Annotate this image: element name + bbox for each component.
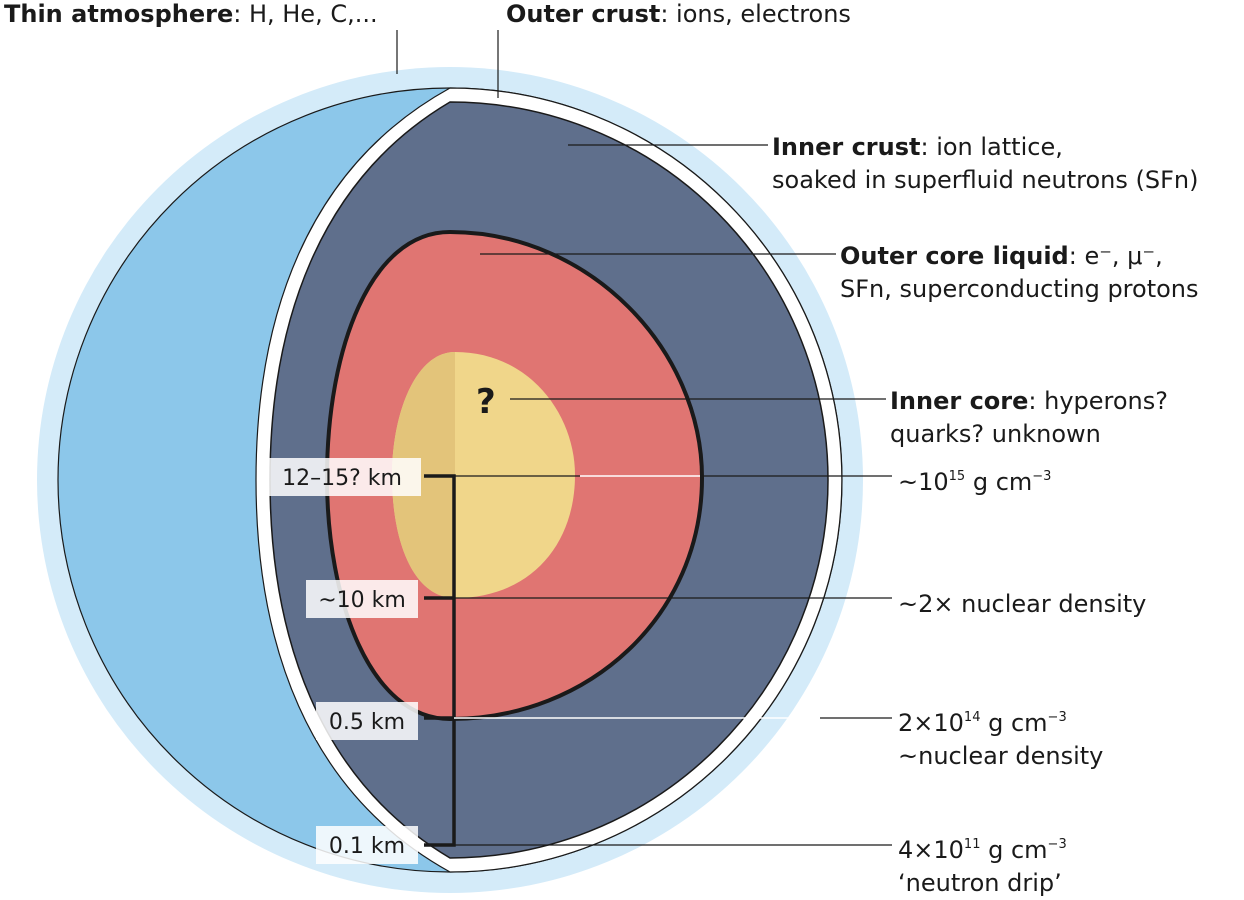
- density-1-base: ~10: [898, 468, 949, 496]
- depth-box-3: [316, 702, 418, 740]
- inner-core-detail-1: : hyperons?: [1028, 387, 1168, 415]
- inner-core-title: Inner core: [890, 387, 1028, 415]
- inner-core-shade: [392, 352, 455, 598]
- density-1-exp: 15: [949, 469, 966, 484]
- depth-label-4: 0.1 km: [329, 834, 405, 859]
- density-1-unit: g cm: [965, 468, 1032, 496]
- outer-core-label: Outer core liquid: e⁻, μ⁻,: [840, 242, 1163, 270]
- depth-label-3: 0.5 km: [329, 710, 405, 735]
- density-label-2: ~2× nuclear density: [898, 590, 1146, 618]
- density-4-unit: g cm: [980, 836, 1047, 864]
- outer-core-detail-1: : e⁻, μ⁻,: [1069, 242, 1163, 270]
- outer-crust-title: Outer crust: [506, 0, 660, 28]
- depth-label-2: ~10 km: [318, 588, 406, 613]
- inner-core-detail-2: quarks? unknown: [890, 420, 1101, 448]
- density-4-line2: ‘neutron drip’: [898, 869, 1062, 897]
- depth-box-4: [316, 826, 418, 864]
- inner-crust-label: Inner crust: ion lattice,: [772, 133, 1063, 161]
- density-4-base: 4×10: [898, 836, 964, 864]
- density-label-4: 4×1011 g cm−3: [898, 836, 1067, 864]
- density-3-base: 2×10: [898, 709, 964, 737]
- depth-box-2: [306, 580, 418, 618]
- density-4-exp: 11: [964, 837, 981, 852]
- depth-box-1: [263, 458, 421, 496]
- inner-crust-title: Inner crust: [772, 133, 920, 161]
- atmosphere-detail: : H, He, C,...: [233, 0, 377, 28]
- density-label-3: 2×1014 g cm−3: [898, 709, 1067, 737]
- inner-core-label: Inner core: hyperons?: [890, 387, 1168, 415]
- outer-core-detail-2: SFn, superconducting protons: [840, 275, 1199, 303]
- atmosphere-title: Thin atmosphere: [4, 0, 233, 28]
- inner-crust-detail-2: soaked in superfluid neutrons (SFn): [772, 166, 1198, 194]
- atmosphere-label: Thin atmosphere: H, He, C,...: [4, 0, 378, 28]
- depth-label-1: 12–15? km: [282, 466, 402, 491]
- density-3-unit: g cm: [980, 709, 1047, 737]
- density-3-unit-exp: −3: [1048, 710, 1067, 725]
- inner-crust-detail-1: : ion lattice,: [920, 133, 1062, 161]
- density-label-1: ~1015 g cm−3: [898, 468, 1051, 496]
- outer-crust-detail: : ions, electrons: [660, 0, 851, 28]
- density-3-line2: ~nuclear density: [898, 742, 1103, 770]
- density-1-unit-exp: −3: [1032, 469, 1051, 484]
- density-4-unit-exp: −3: [1048, 837, 1067, 852]
- outer-core-title: Outer core liquid: [840, 242, 1069, 270]
- density-3-exp: 14: [964, 710, 981, 725]
- inner-core-question-mark: ?: [476, 382, 496, 422]
- outer-crust-label: Outer crust: ions, electrons: [506, 0, 851, 28]
- depth-scale-bracket: [424, 474, 456, 847]
